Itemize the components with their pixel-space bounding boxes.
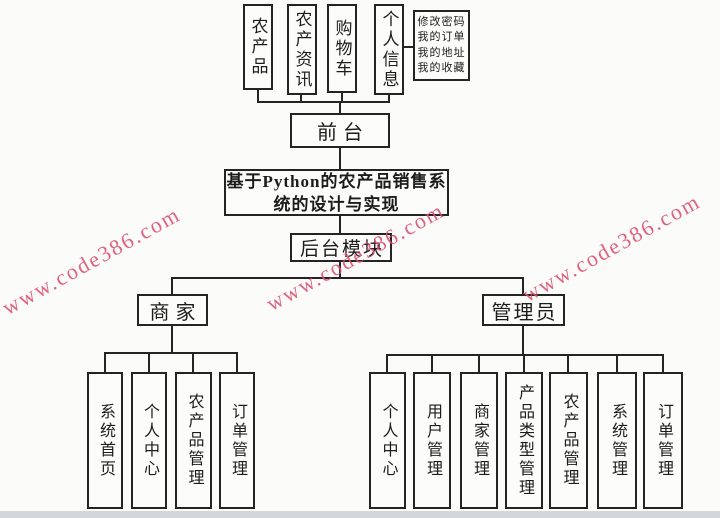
connector-line	[300, 95, 302, 103]
connector-line	[431, 354, 433, 372]
detail-item: 我的收藏	[417, 62, 466, 74]
connector-line	[522, 326, 524, 356]
connector-line	[339, 216, 341, 233]
node-merchant-agri-product-mgmt: 农产品管理	[175, 372, 212, 509]
bottom-edge-bar	[0, 511, 720, 518]
node-label: 系统首页	[97, 402, 114, 479]
node-title: 基于Python的农产品销售系 统的设计与实现	[224, 169, 449, 216]
connector-line	[192, 352, 194, 372]
node-label: 管理员	[491, 301, 558, 324]
node-label: 前台	[317, 122, 369, 144]
detail-item: 修改密码	[417, 15, 466, 28]
node-personal-info-details: 修改密码 我的订单 我的地址 我的收藏	[413, 10, 470, 81]
node-admin-system-mgmt: 系统管理	[597, 372, 637, 509]
node-label: 后台模块	[299, 239, 384, 260]
node-front: 前台	[290, 113, 390, 148]
detail-item: 我的地址	[417, 46, 466, 59]
connector-line	[478, 354, 480, 372]
node-personal-info: 个人信息	[374, 4, 404, 95]
connector-line	[339, 101, 341, 113]
connector-line	[388, 95, 390, 103]
node-label: 购物车	[332, 18, 352, 79]
connector-line	[341, 93, 343, 103]
connector-line	[662, 354, 664, 372]
node-label: 产品类型管理	[516, 383, 533, 498]
connector-line	[616, 354, 618, 372]
node-admin-agri-product-mgmt: 农产品管理	[549, 372, 588, 509]
node-label: 订单管理	[229, 402, 246, 479]
connector-line	[148, 352, 150, 372]
node-admin-order-mgmt: 订单管理	[643, 372, 683, 509]
node-merchant-personal-center: 个人中心	[131, 372, 167, 509]
node-label: 商家管理	[471, 402, 488, 479]
node-label: 农产品管理	[185, 393, 203, 488]
connector-line	[171, 277, 524, 279]
node-label: 个人中心	[141, 402, 158, 479]
node-merchant-order-mgmt: 订单管理	[219, 372, 255, 509]
node-admin: 管理员	[482, 294, 565, 326]
connector-line	[171, 277, 173, 294]
node-label: 订单管理	[655, 402, 672, 479]
title-line-1: 基于Python的农产品销售系	[226, 171, 447, 191]
connector-line	[257, 90, 259, 103]
node-admin-product-type-mgmt: 产品类型管理	[505, 372, 543, 509]
node-label: 个人信息	[379, 9, 399, 90]
connector-line	[339, 262, 341, 278]
node-label: 农产品	[248, 17, 268, 77]
connector-line	[567, 354, 569, 372]
connector-line	[339, 148, 341, 169]
node-backend-module: 后台模块	[290, 233, 392, 262]
node-admin-personal-center: 个人中心	[369, 372, 406, 509]
node-admin-user-mgmt: 用户管理	[413, 372, 451, 509]
connector-line	[257, 101, 390, 103]
detail-item: 我的订单	[417, 31, 466, 43]
connector-line	[523, 354, 525, 372]
connector-line	[171, 326, 173, 354]
node-label: 商家	[149, 301, 202, 324]
node-label: 农产品管理	[560, 393, 578, 488]
connector-line	[104, 352, 237, 354]
node-merchant: 商家	[137, 294, 208, 326]
connector-line	[236, 352, 238, 372]
connector-line	[386, 354, 388, 372]
node-label: 用户管理	[424, 402, 441, 479]
title-line-2: 统的设计与实现	[273, 194, 400, 214]
node-label: 系统管理	[609, 402, 626, 479]
node-shopping-cart: 购物车	[327, 4, 357, 93]
connector-line	[403, 46, 414, 48]
node-agri-news: 农产资讯	[287, 4, 317, 95]
watermark-text: www.code386.com	[517, 188, 705, 308]
node-admin-merchant-mgmt: 商家管理	[460, 372, 498, 509]
node-label: 农产资讯	[292, 9, 312, 90]
node-agri-products: 农产品	[243, 4, 273, 90]
node-merchant-system-home: 系统首页	[87, 372, 123, 509]
node-label: 个人中心	[379, 402, 397, 479]
connector-line	[522, 277, 524, 294]
connector-line	[104, 352, 106, 372]
